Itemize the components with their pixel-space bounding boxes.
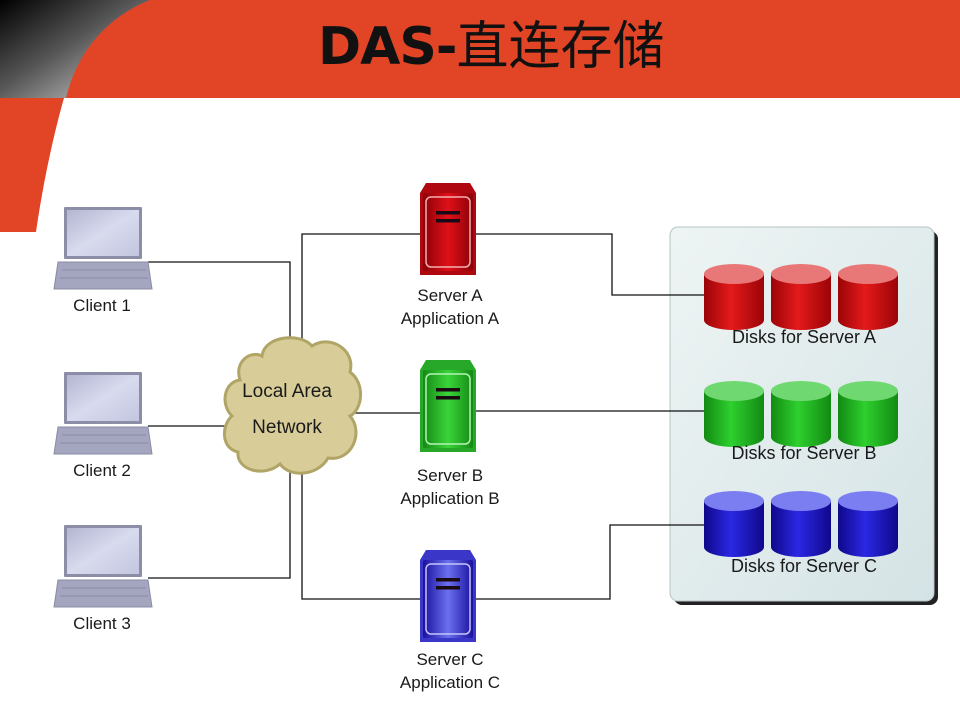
laptop-icon[interactable]: [53, 207, 153, 290]
disk-icon[interactable]: [771, 491, 831, 557]
connection-lines: [148, 233, 705, 600]
link-serverc-disks: [476, 524, 705, 600]
header-decoration: [0, 0, 960, 232]
server-c-label: Server C Application C: [380, 648, 520, 694]
left-red-swoosh: [0, 98, 64, 232]
disk-icon[interactable]: [704, 264, 764, 330]
corner-gradient: [0, 0, 150, 98]
link-lan-servera: [301, 233, 420, 340]
title-chinese: 直连存储: [456, 17, 665, 77]
link-lan-serverc: [301, 470, 420, 600]
title-prefix: DAS-: [318, 17, 457, 77]
client-2-label: Client 2: [73, 461, 131, 480]
server-a-label: Server A Application A: [380, 284, 520, 330]
disk-icon[interactable]: [704, 491, 764, 557]
laptop-icon[interactable]: [53, 525, 153, 608]
server-c-app: Application C: [399, 673, 501, 692]
disk-group-a: [704, 264, 898, 330]
link-client1-lan: [148, 261, 291, 340]
disk-icon[interactable]: [838, 264, 898, 330]
laptop-icon[interactable]: [53, 372, 153, 455]
title-banner: [0, 0, 960, 98]
disks-a-label: Disks for Server A: [731, 327, 877, 347]
server-c-icon[interactable]: [420, 550, 476, 642]
client-3-label: Client 3: [73, 614, 131, 633]
disk-icon[interactable]: [838, 381, 898, 447]
page-title: DAS-直连存储: [318, 12, 664, 82]
server-c-name: Server C: [416, 650, 484, 669]
disk-group-b: [704, 381, 898, 447]
server-a-app: Application A: [400, 309, 500, 328]
lan-label-line2: Network: [252, 417, 322, 438]
server-b-app: Application B: [400, 489, 500, 508]
disk-icon[interactable]: [771, 381, 831, 447]
disk-group-c: [704, 491, 898, 557]
link-servera-disks: [476, 233, 705, 296]
disks-b-label: Disks for Server B: [731, 443, 877, 463]
server-b-label: Server B Application B: [380, 464, 520, 510]
server-b-name: Server B: [416, 466, 484, 485]
disks-c-label: Disks for Server C: [730, 556, 878, 576]
server-b-icon[interactable]: [420, 360, 476, 452]
disk-icon[interactable]: [838, 491, 898, 557]
client-1-label: Client 1: [73, 296, 131, 315]
server-a-name: Server A: [417, 286, 483, 305]
lan-label-line1: Local Area: [242, 381, 332, 402]
link-client3-lan: [148, 470, 291, 579]
server-a-icon[interactable]: [420, 183, 476, 275]
lan-cloud-icon[interactable]: [223, 336, 362, 475]
disk-icon[interactable]: [704, 381, 764, 447]
disk-icon[interactable]: [771, 264, 831, 330]
